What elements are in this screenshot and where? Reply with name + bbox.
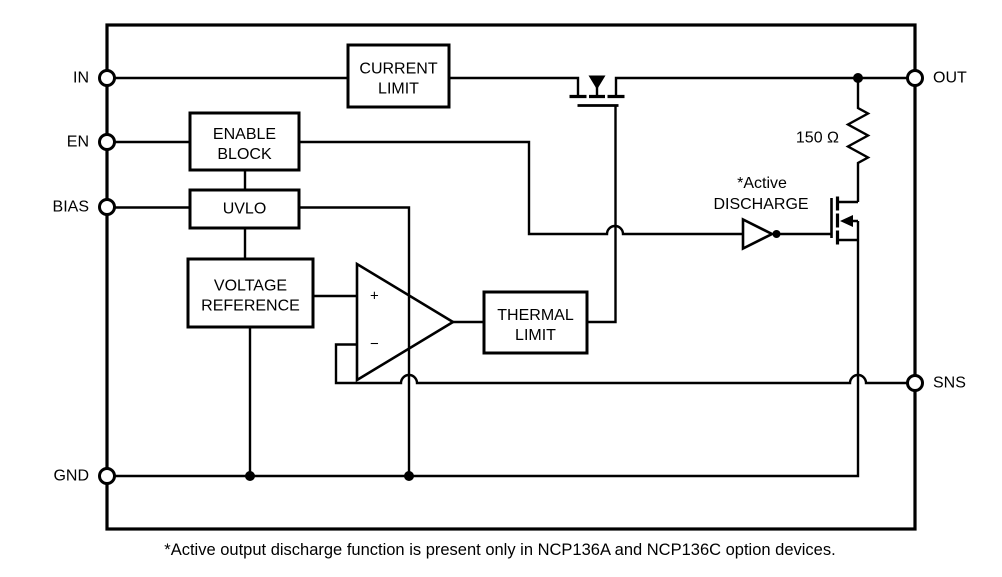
nmos-body-arrow-icon (840, 215, 853, 227)
enable-block-label-1: ENABLE (213, 126, 276, 143)
pin-label-sns: SNS (933, 375, 966, 392)
voltage-reference-block (186, 257, 315, 329)
enable-block-label-2: BLOCK (217, 146, 272, 163)
pin-out (906, 69, 924, 87)
thermal-limit-label-1: THERMAL (497, 307, 574, 324)
vref-label-2: REFERENCE (201, 298, 300, 315)
pin-label-bias: BIAS (53, 199, 89, 216)
pin-gnd (98, 467, 116, 485)
pin-sns (906, 374, 924, 392)
junction-uvlo-gnd (404, 471, 414, 481)
current-limit-label-2: LIMIT (378, 81, 419, 98)
opamp-minus-sign: − (370, 336, 379, 353)
wire-enable-to-discharge-buffer (299, 140, 743, 236)
opamp-plus-sign: + (370, 288, 379, 305)
wire-feedback-sns-to-opamp-minus (334, 343, 908, 385)
uvlo-label: UVLO (223, 201, 267, 218)
resistor-150ohm (845, 78, 871, 202)
wire-pmos-drain-to-out (614, 76, 908, 95)
footnote-text: *Active output discharge function is pre… (164, 541, 835, 559)
pin-in (98, 69, 116, 87)
uvlo-block (188, 188, 301, 230)
thermal-limit-label-2: LIMIT (515, 327, 556, 344)
labels: IN EN BIAS GND OUT SNS CURRENT LIMIT ENA… (53, 61, 967, 560)
wire-nmos-source-to-gnd-rail (114, 240, 860, 478)
pin-terminals (98, 69, 924, 485)
active-discharge-label-1: *Active (737, 175, 787, 192)
wire-thermal-limit-to-pmos-gate (587, 106, 617, 324)
pin-en (98, 133, 116, 151)
discharge-buffer (741, 217, 775, 251)
pmos-pass-transistor (569, 75, 625, 107)
pin-label-out: OUT (933, 70, 967, 87)
thermal-limit-block (482, 290, 589, 355)
pin-bias (98, 198, 116, 216)
error-amplifier (355, 261, 456, 383)
nmos-discharge-transistor (830, 196, 860, 245)
vref-label-1: VOLTAGE (214, 278, 287, 295)
enable-block (188, 111, 301, 172)
resistor-value-label: 150 Ω (796, 130, 839, 147)
pmos-body-arrow-icon (588, 75, 606, 90)
nmos-terminals (838, 200, 860, 242)
active-discharge-label-2: DISCHARGE (713, 196, 808, 213)
junction-vref-gnd (245, 471, 255, 481)
wire-uvlo-to-ground (299, 206, 411, 476)
current-limit-label-1: CURRENT (359, 61, 437, 78)
junction-dots (245, 73, 863, 481)
ic-boundary (105, 23, 917, 531)
pin-label-in: IN (73, 70, 89, 87)
wires (114, 76, 908, 478)
junction-out-resistor (853, 73, 863, 83)
buffer-output-junction (772, 230, 781, 238)
wire-current-limit-to-pmos-source (449, 76, 580, 95)
pin-label-gnd: GND (53, 468, 89, 485)
pin-label-en: EN (67, 134, 89, 151)
current-limit-block (346, 43, 451, 109)
function-blocks (186, 43, 589, 355)
